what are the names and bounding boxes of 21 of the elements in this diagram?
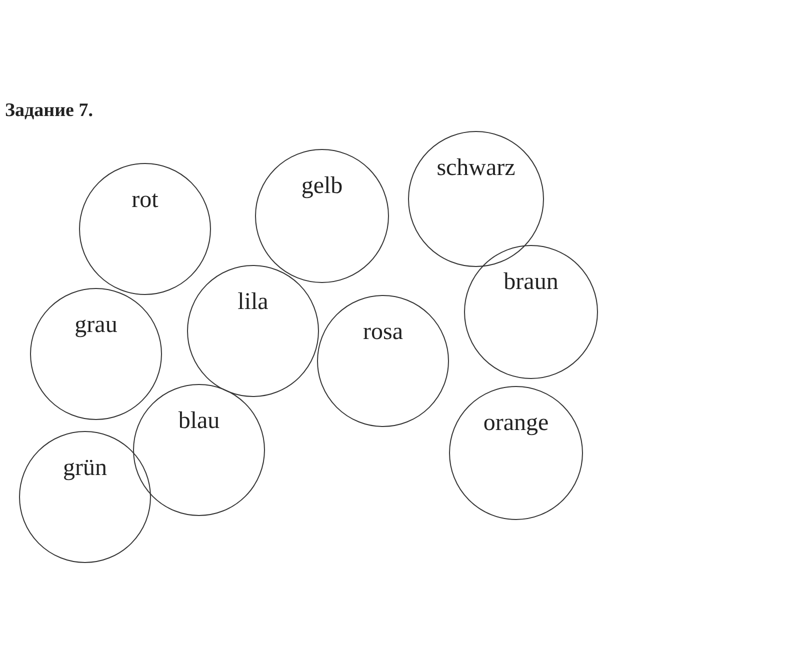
colour-word: grün <box>63 456 107 480</box>
colour-word: blau <box>178 409 220 433</box>
circle <box>187 265 319 397</box>
colour-word: lila <box>238 290 268 314</box>
colour-word: rosa <box>363 320 403 344</box>
colour-word: grau <box>74 313 118 337</box>
circle <box>79 163 211 295</box>
circle <box>133 384 265 516</box>
circle <box>408 131 544 267</box>
colour-word: orange <box>483 411 549 435</box>
circle <box>19 431 151 563</box>
colour-word: schwarz <box>436 156 516 180</box>
task-heading: Задание 7. <box>5 100 93 122</box>
circle <box>464 245 598 379</box>
colour-word: rot <box>132 188 158 212</box>
circle <box>449 386 583 520</box>
circle <box>255 149 389 283</box>
colour-word: braun <box>504 270 558 294</box>
circle <box>30 288 162 420</box>
colour-word: gelb <box>301 174 343 198</box>
circle <box>317 295 449 427</box>
